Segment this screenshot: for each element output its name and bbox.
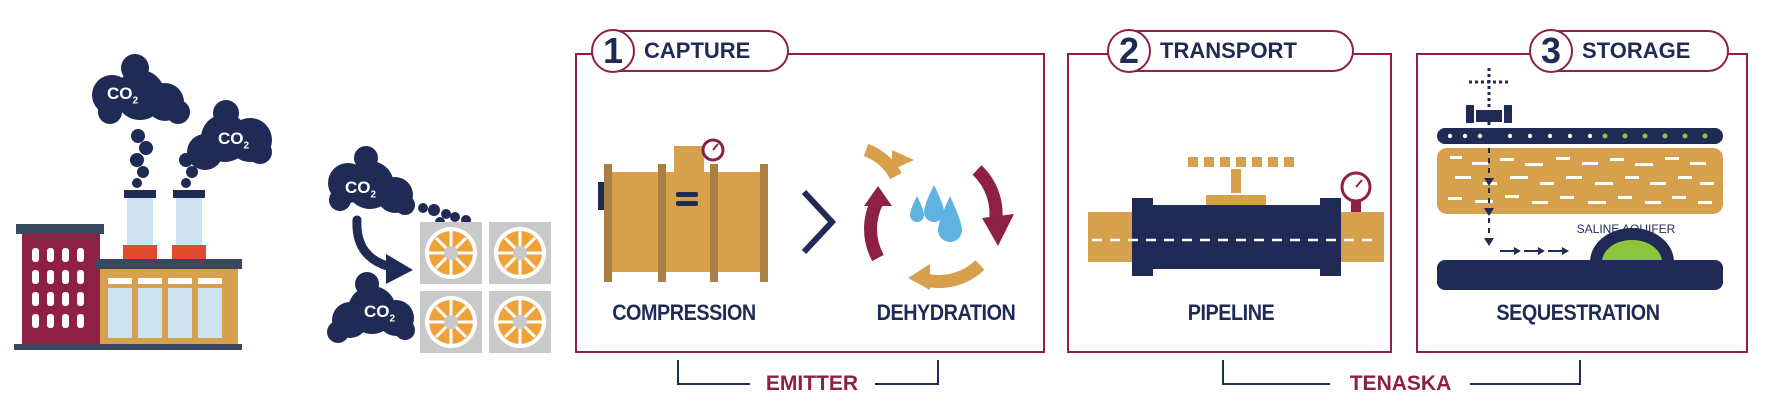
tenaska-bracket <box>1222 360 1581 385</box>
stage-title: CAPTURE <box>644 38 751 63</box>
valve-icon <box>1188 157 1294 205</box>
stage-tab-transport: 2 TRANSPORT <box>1107 29 1354 73</box>
step-label-dehydration: DEHYDRATION <box>876 300 1016 325</box>
rock-strata-icon <box>1437 128 1723 290</box>
recycle-arrows-icon <box>863 143 1014 290</box>
step-label-compression: COMPRESSION <box>612 300 756 325</box>
gauge-icon <box>701 138 725 162</box>
stage-number: 1 <box>591 29 635 73</box>
stage-tab-capture: 1 CAPTURE <box>591 29 789 73</box>
emitter-bracket <box>677 360 939 385</box>
stage-title: STORAGE <box>1582 38 1691 63</box>
emitter-label: EMITTER <box>765 372 859 395</box>
step-label-pipeline: PIPELINE <box>1187 300 1275 325</box>
stage-number: 3 <box>1529 29 1573 73</box>
fan-array-icon <box>420 222 551 353</box>
stage-title: TRANSPORT <box>1160 38 1297 63</box>
step-label-sequestration: SEQUESTRATION <box>1496 300 1660 325</box>
gauge-icon <box>1340 171 1372 212</box>
pipe-icon <box>1088 198 1384 276</box>
factory-icon <box>14 54 272 350</box>
co2-label: CO2 <box>364 302 396 325</box>
stage-tab-storage: 3 STORAGE <box>1529 29 1729 73</box>
co2-label: CO2 <box>218 129 250 152</box>
co2-cloud-icon <box>187 100 272 170</box>
chevron-right-icon <box>801 189 837 255</box>
emission-sources <box>327 146 471 343</box>
co2-cloud-icon <box>327 272 415 343</box>
co2-label: CO2 <box>345 178 377 201</box>
tenaska-label: TENASKA <box>1349 372 1452 395</box>
wellhead-icon <box>1466 68 1512 128</box>
saline-aquifer-label: SALINE AQUIFER <box>1576 222 1676 236</box>
co2-cloud-icon <box>92 54 190 124</box>
stage-number: 2 <box>1107 29 1151 73</box>
compressor-icon <box>598 138 768 282</box>
water-drop-icon <box>910 185 962 242</box>
capture-stage-box <box>575 53 1045 353</box>
co2-label: CO2 <box>107 84 139 107</box>
co2-cloud-icon <box>328 146 415 215</box>
